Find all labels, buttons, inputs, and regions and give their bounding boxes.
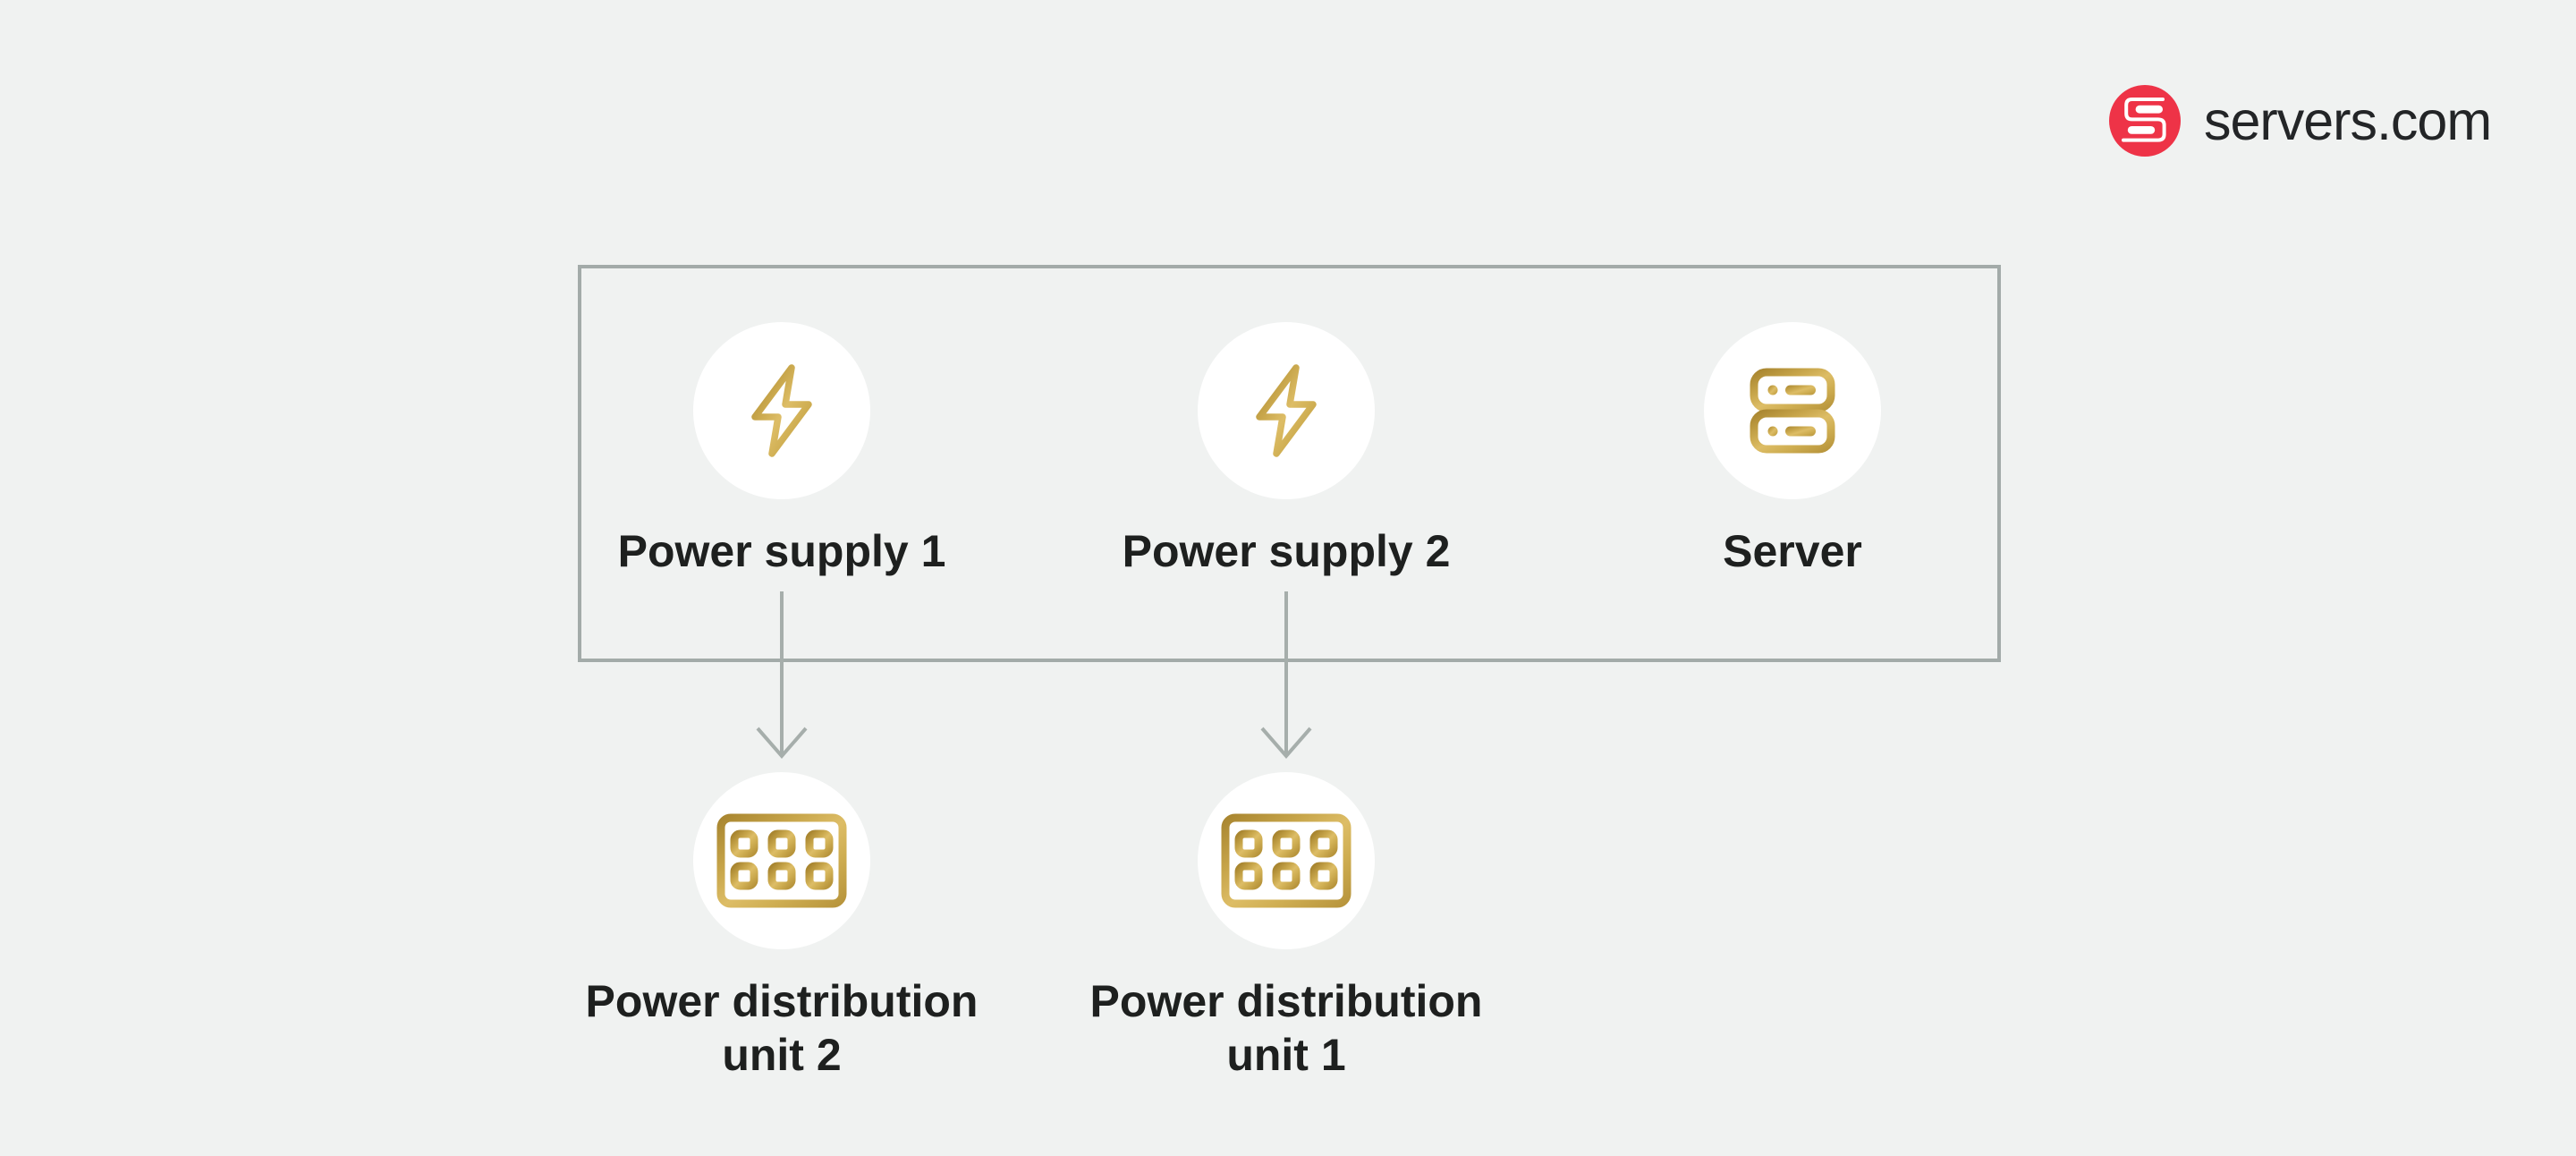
- brand-name: servers.com: [2204, 90, 2492, 151]
- node-label-line2: unit 2: [722, 1030, 842, 1080]
- node-label: Power supply 1: [617, 526, 946, 576]
- node-circle: [1198, 772, 1375, 949]
- node-circle: [1198, 322, 1375, 499]
- node-circle: [693, 322, 870, 499]
- node-power-supply-2: Power supply 2: [1018, 322, 1555, 578]
- group-box: [578, 265, 2001, 662]
- node-circle: [1704, 322, 1881, 499]
- lightning-bolt-icon: [1256, 364, 1317, 457]
- node-label-line1: Power distribution: [585, 976, 979, 1026]
- lightning-bolt-icon: [751, 364, 812, 457]
- node-label: Server: [1723, 526, 1862, 576]
- server-stack-icon: [1750, 368, 1835, 454]
- node-label: Power supply 2: [1122, 526, 1451, 576]
- arrow-power-supply-1-to-pdu-2: [756, 591, 808, 760]
- power-distribution-unit-icon: [716, 813, 847, 908]
- node-server: Server: [1524, 322, 2061, 578]
- node-power-supply-1: Power supply 1: [513, 322, 1050, 578]
- node-label-line2: unit 1: [1226, 1030, 1346, 1080]
- brand: servers.com: [2109, 85, 2492, 157]
- servers-logo-icon: [2109, 85, 2181, 157]
- arrow-power-supply-2-to-pdu-1: [1260, 591, 1312, 760]
- node-label-line1: Power distribution: [1089, 976, 1483, 1026]
- power-distribution-unit-icon: [1221, 813, 1352, 908]
- node-circle: [693, 772, 870, 949]
